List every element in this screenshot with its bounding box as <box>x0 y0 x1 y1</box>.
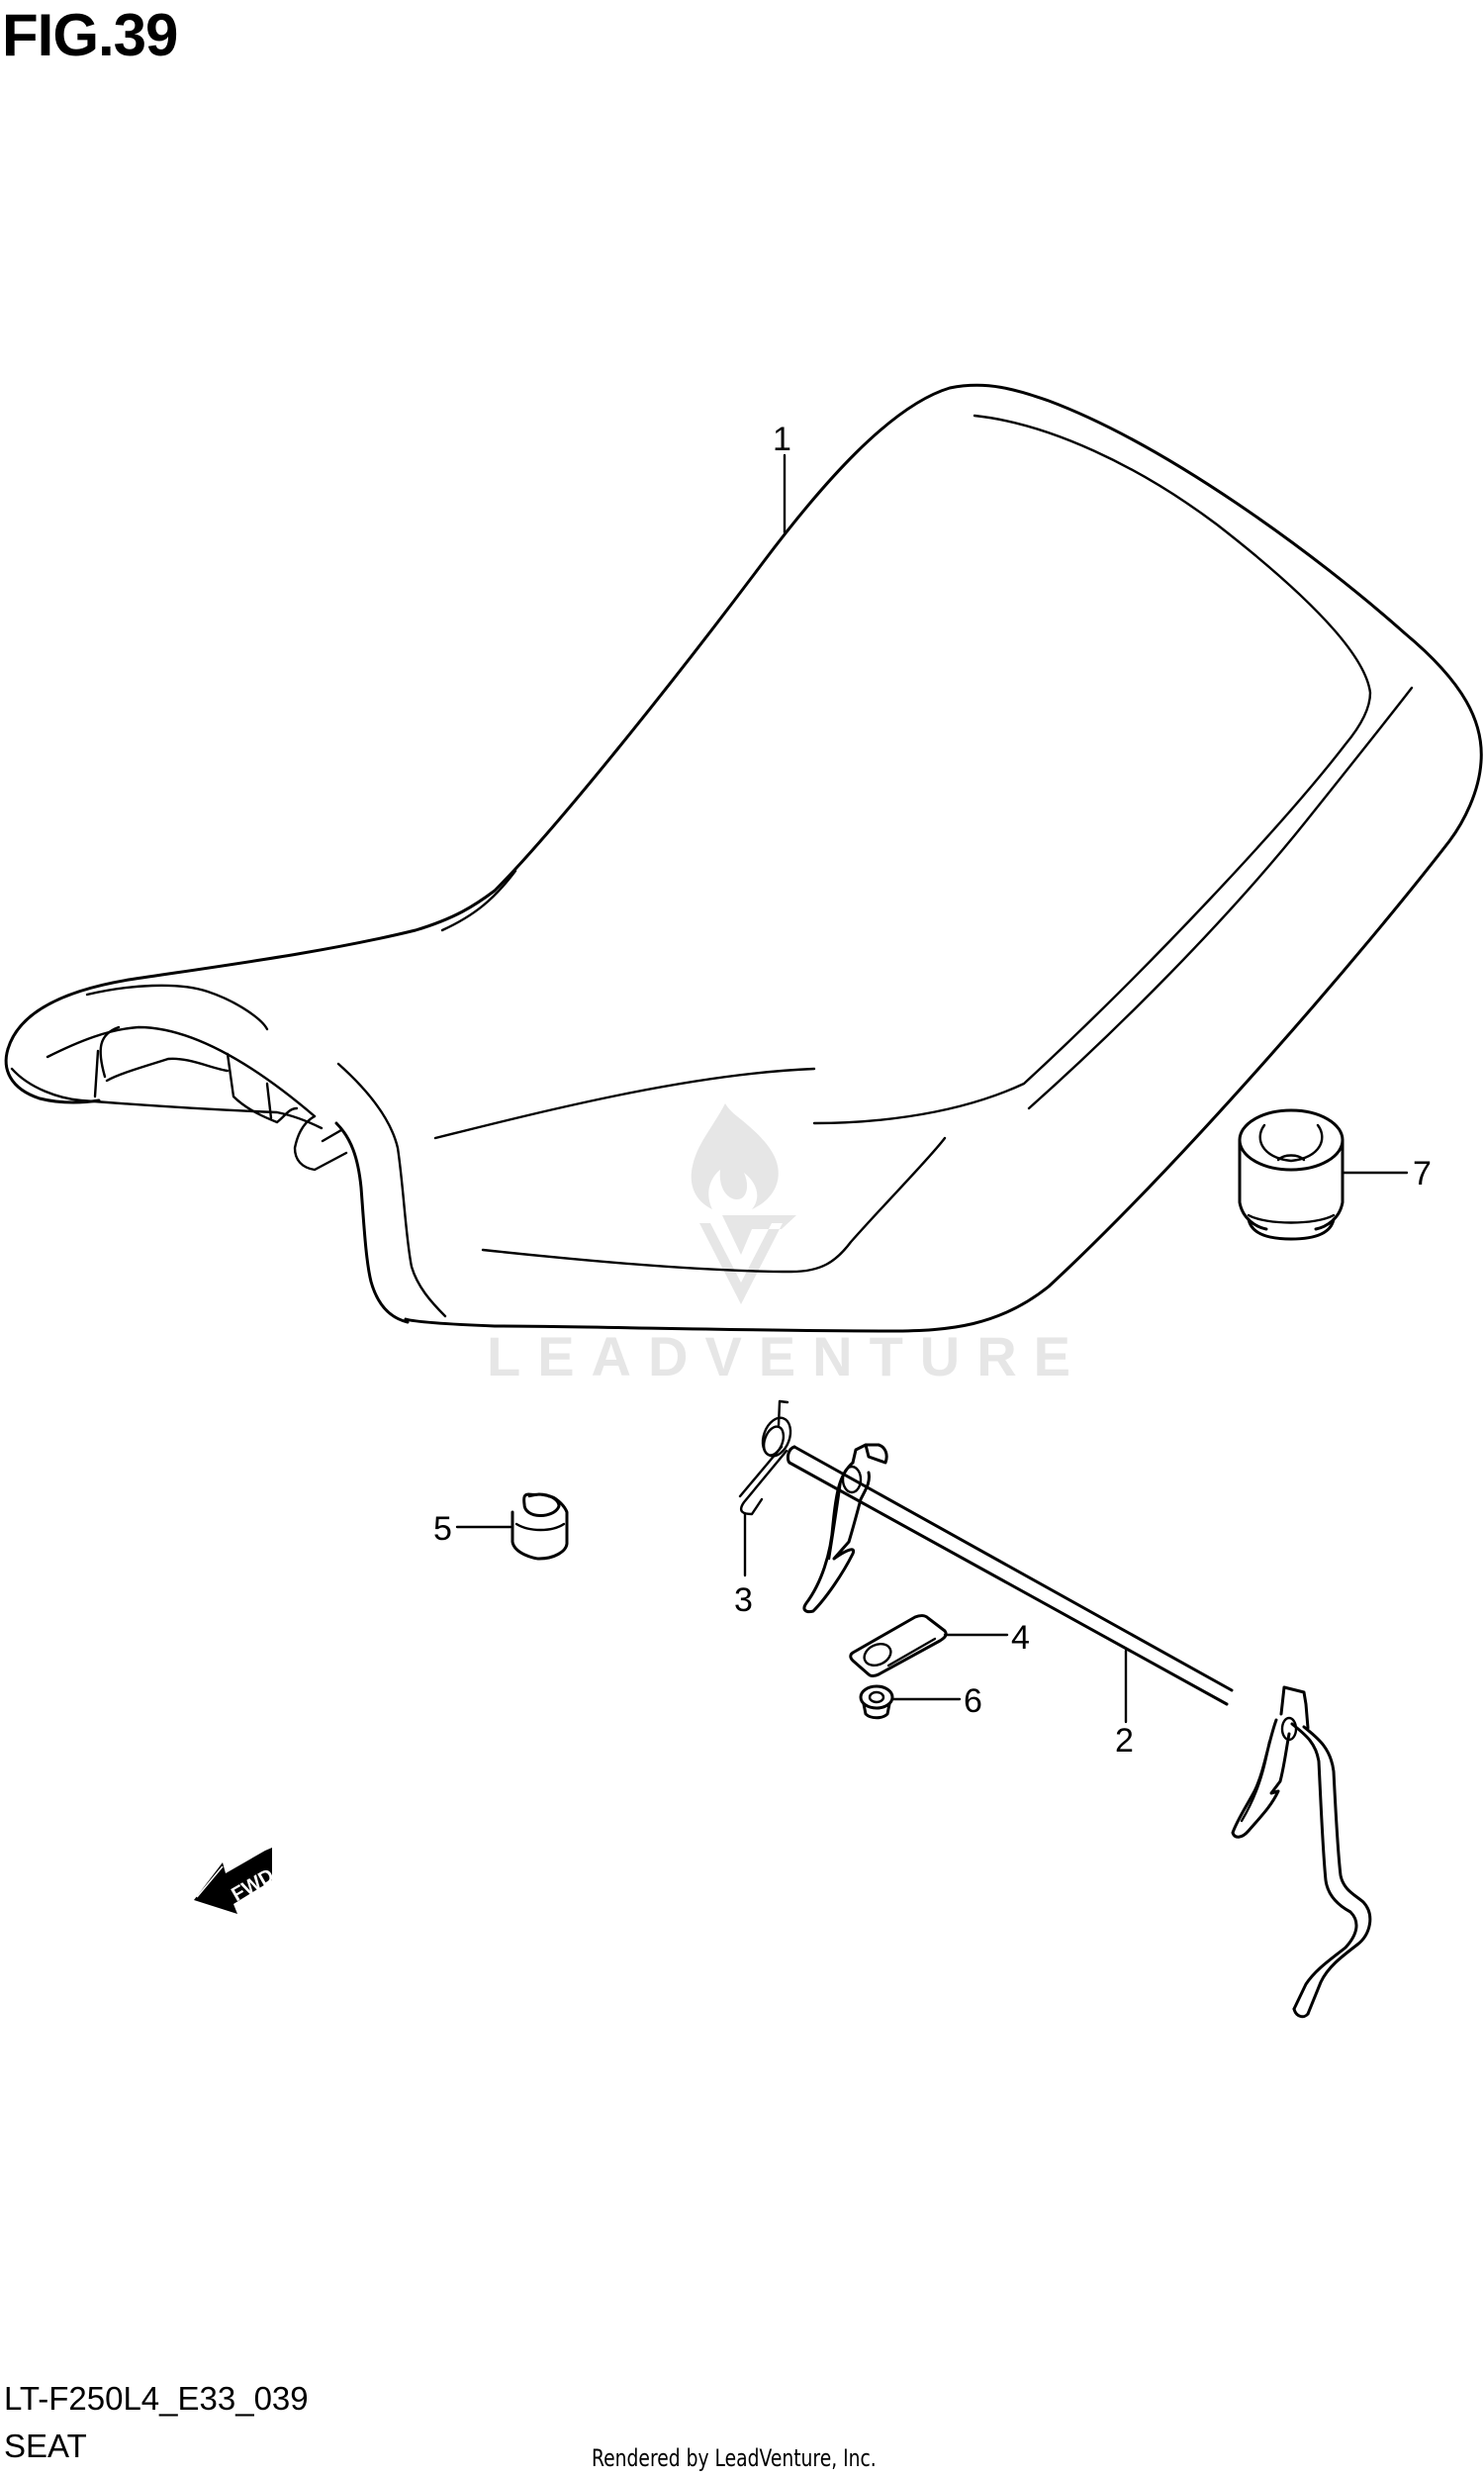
fwd-arrow-icon: FWD <box>194 1848 278 1914</box>
callout-7: 7 <box>1413 1155 1432 1192</box>
callout-6: 6 <box>964 1682 982 1720</box>
part-3-torsion-spring[interactable]: 3 <box>734 1399 795 1619</box>
callout-3: 3 <box>734 1581 753 1619</box>
callout-2: 2 <box>1115 1722 1134 1760</box>
leadventure-watermark: LEADVENTURE <box>487 1103 1087 1387</box>
part-2-lock-rod-lever[interactable]: 2 <box>786 1443 1372 2019</box>
part-1-seat[interactable]: 1 <box>4 383 1483 1333</box>
part-4-plate[interactable]: 4 <box>849 1614 1030 1677</box>
part-7-grommet[interactable]: 7 <box>1238 1108 1432 1241</box>
section-name: SEAT <box>4 2428 87 2464</box>
callout-4: 4 <box>1011 1619 1030 1657</box>
callout-5: 5 <box>433 1510 452 1548</box>
part-5-cushion[interactable]: 5 <box>433 1492 569 1561</box>
figure-title: FIG.39 <box>2 2 178 68</box>
watermark-text: LEADVENTURE <box>487 1325 1087 1387</box>
figure-code: LT-F250L4_E33_039 <box>4 2380 309 2417</box>
part-6-nut[interactable]: 6 <box>859 1682 982 1720</box>
flame-v-logo-icon <box>686 1103 796 1304</box>
callout-1: 1 <box>773 421 791 458</box>
render-credit: Rendered by LeadVenture, Inc. <box>592 2444 877 2472</box>
